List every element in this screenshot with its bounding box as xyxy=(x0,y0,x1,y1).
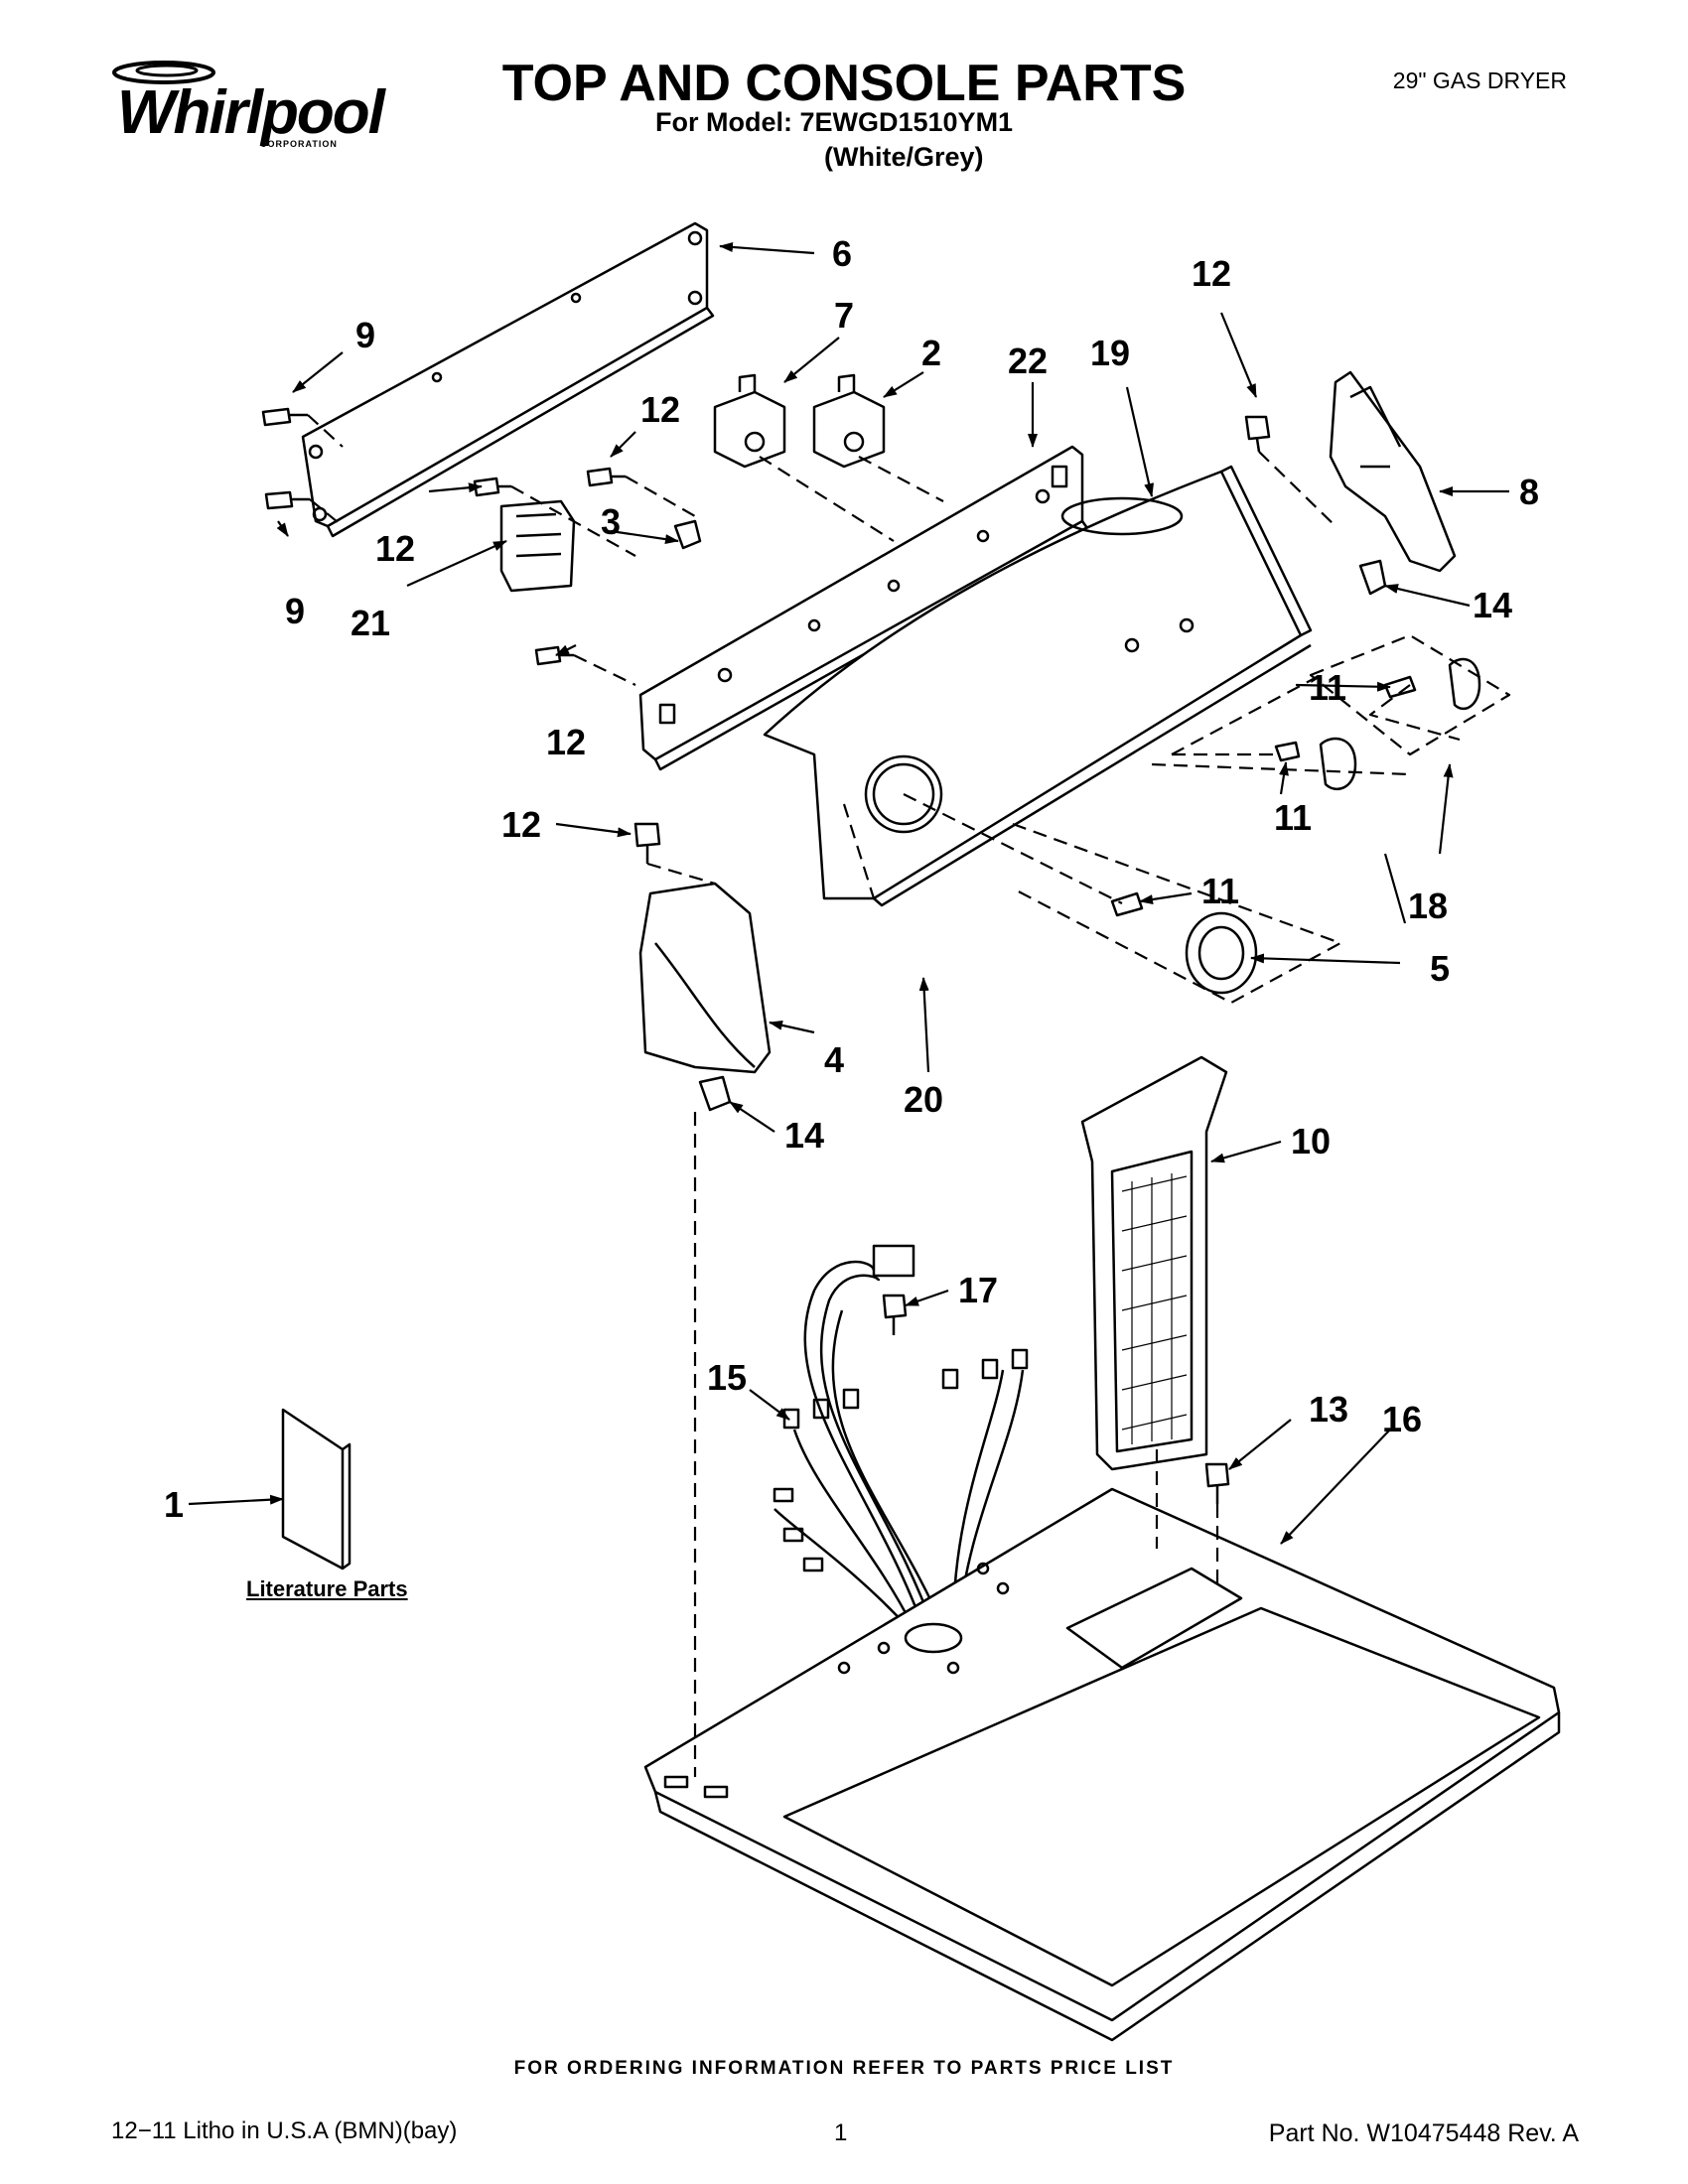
part-12-screw-d xyxy=(1244,415,1271,453)
callout-4: 4 xyxy=(824,1039,844,1080)
part-13-screw xyxy=(1204,1462,1230,1504)
part-14-clip-upper xyxy=(1358,559,1387,596)
page-number: 1 xyxy=(834,2119,848,2146)
part-12-screw-e xyxy=(633,822,661,864)
litho-info: 12−11 Litho in U.S.A (BMN)(bay) xyxy=(111,2117,458,2144)
part-21-timer xyxy=(499,499,576,593)
callout-11: 11 xyxy=(1309,667,1346,708)
callout-5: 5 xyxy=(1430,948,1450,989)
assembly-dashed-lines xyxy=(307,414,1511,1777)
callout-11: 11 xyxy=(1201,871,1239,911)
part-6-console-rear-panel xyxy=(301,221,715,538)
part-2-switch xyxy=(812,373,886,469)
callout-1: 1 xyxy=(164,1484,184,1525)
callout-12: 12 xyxy=(501,804,541,845)
part-18-knob-a xyxy=(1448,657,1481,711)
part-5-timer-knob xyxy=(1185,911,1258,995)
callout-12: 12 xyxy=(375,528,415,569)
callout-9: 9 xyxy=(355,315,375,355)
callout-14: 14 xyxy=(1473,585,1512,625)
product-type: 29" GAS DRYER xyxy=(1392,68,1567,93)
callout-12: 12 xyxy=(1192,253,1231,294)
callout-7: 7 xyxy=(834,295,854,336)
part-16-top-panel xyxy=(643,1487,1561,2042)
part-14-clip-lower xyxy=(698,1075,732,1112)
part-11-shaft-a xyxy=(1383,675,1417,699)
callout-15: 15 xyxy=(707,1357,747,1398)
callout-19: 19 xyxy=(1090,333,1130,373)
literature-parts-label: Literature Parts xyxy=(246,1576,408,1601)
part-3-clip xyxy=(673,519,702,550)
callout-14: 14 xyxy=(784,1115,824,1156)
part-15-wiring-harness xyxy=(773,1244,1029,1629)
callout-9: 9 xyxy=(285,591,305,631)
callout-12: 12 xyxy=(546,722,586,762)
callout-2: 2 xyxy=(921,333,941,373)
part-19-console xyxy=(763,465,1313,907)
part-9-screw-upper xyxy=(261,407,308,427)
callout-16: 16 xyxy=(1382,1399,1422,1439)
model-line: For Model: 7EWGD1510YM1 xyxy=(655,107,1014,137)
part-9-screw-lower xyxy=(264,490,310,510)
model-variant: (White/Grey) xyxy=(824,142,984,172)
callout-6: 6 xyxy=(832,233,852,274)
callout-10: 10 xyxy=(1291,1121,1331,1161)
part-1-literature xyxy=(281,1408,352,1570)
callout-3: 3 xyxy=(601,501,621,542)
part-10-lint-screen xyxy=(1080,1055,1228,1471)
leader-arrows xyxy=(188,241,1509,1545)
callout-12: 12 xyxy=(640,389,680,430)
part-11-shaft-b xyxy=(1274,741,1301,762)
part-17-screw xyxy=(882,1294,908,1335)
part-22-console-bracket xyxy=(638,445,1089,771)
callout-20: 20 xyxy=(904,1079,943,1120)
page-title: TOP AND CONSOLE PARTS xyxy=(501,55,1187,112)
part-number: Part No. W10475448 Rev. A xyxy=(1268,2119,1579,2147)
part-18-knob-b xyxy=(1319,737,1357,790)
part-11-shaft-c xyxy=(1110,891,1144,917)
part-12-screw-b xyxy=(586,467,626,487)
part-4-endcap-left xyxy=(638,882,772,1074)
callout-11: 11 xyxy=(1274,797,1312,838)
part-8-endcap-right xyxy=(1329,370,1457,573)
brand-logo: Whirlpool xyxy=(117,78,385,147)
callout-22: 22 xyxy=(1008,341,1048,381)
callout-18: 18 xyxy=(1408,886,1448,926)
callout-17: 17 xyxy=(958,1270,998,1310)
brand-subtitle: CORPORATION xyxy=(260,139,338,149)
whirlpool-logo-swirl-icon xyxy=(112,61,215,84)
ordering-note: FOR ORDERING INFORMATION REFER TO PARTS … xyxy=(513,2058,1175,2079)
callout-21: 21 xyxy=(351,603,390,643)
callout-13: 13 xyxy=(1309,1389,1348,1430)
callout-8: 8 xyxy=(1519,472,1539,512)
part-7-switch xyxy=(713,373,786,469)
